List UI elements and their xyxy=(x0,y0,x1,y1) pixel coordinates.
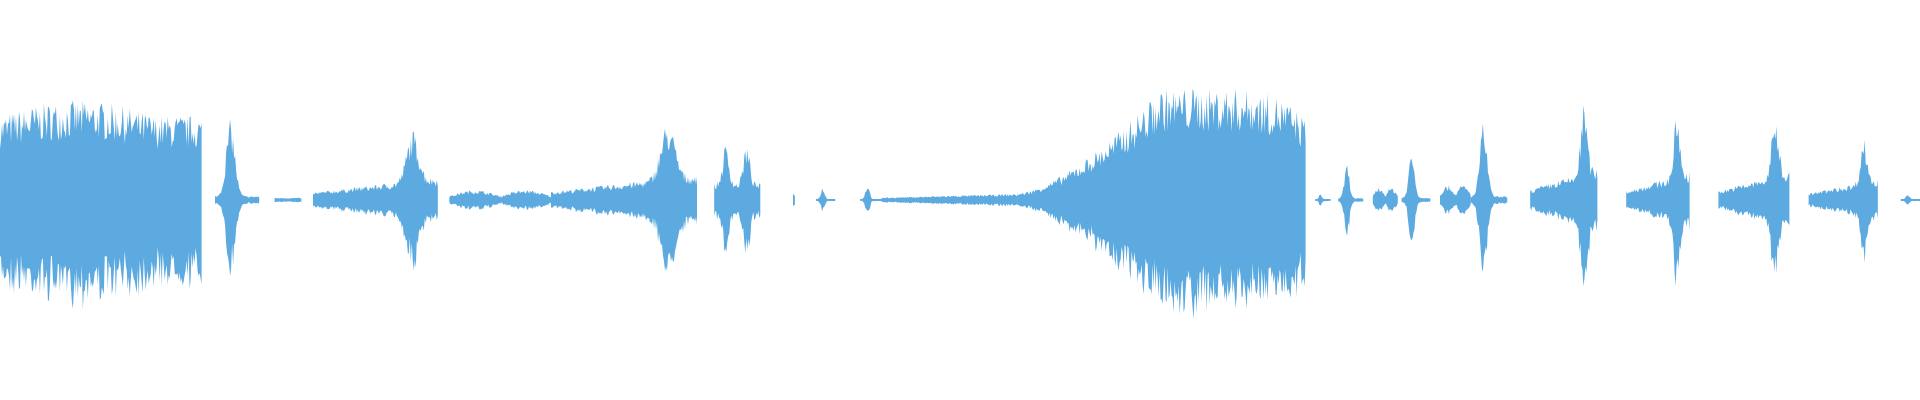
waveform-segment xyxy=(313,131,438,271)
waveform-segment xyxy=(1900,195,1920,205)
waveform-segment xyxy=(215,119,260,277)
waveform-segment xyxy=(1530,105,1598,287)
waveform-segment xyxy=(1017,88,1306,319)
waveform-segments xyxy=(0,88,1920,319)
waveform-segment xyxy=(714,146,761,254)
waveform-segment xyxy=(1470,123,1508,272)
waveform-segment xyxy=(1315,194,1331,206)
waveform-segment xyxy=(1718,126,1790,274)
waveform-segment xyxy=(1626,120,1690,287)
waveform-segment xyxy=(1338,165,1364,236)
waveform-segment xyxy=(793,193,795,207)
waveform-segment xyxy=(816,188,836,212)
waveform-segment xyxy=(0,100,202,310)
waveform-segment xyxy=(274,197,302,203)
waveform-segment xyxy=(449,190,551,211)
waveform-segment xyxy=(1401,158,1431,241)
waveform-segment xyxy=(1372,187,1398,211)
waveform-segment xyxy=(551,128,697,272)
waveform-segment xyxy=(1440,185,1471,215)
waveform-segment xyxy=(1808,139,1878,264)
